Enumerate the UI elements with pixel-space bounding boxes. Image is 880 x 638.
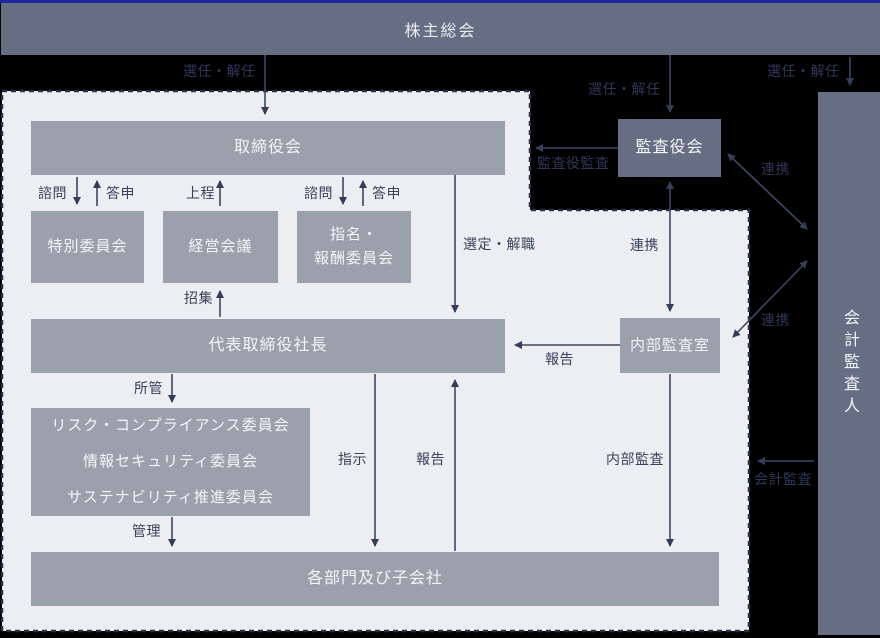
board-of-directors-label: 取締役会 <box>233 139 302 156</box>
management-meeting-label: 経営会議 <box>188 238 253 255</box>
arrow-cooperation-lower <box>732 260 808 338</box>
internal-audit-office-box: 内部監査室 <box>620 318 720 373</box>
arrow-cooperation-upper <box>727 153 808 230</box>
information-security-committee-label: 情報セキュリティ委員会 <box>82 453 259 470</box>
label-supervision: 所管 <box>134 380 163 396</box>
label-advisory-right: 諮問 <box>304 185 333 201</box>
board-of-directors-box: 取締役会 <box>31 121 505 175</box>
departments-subsidiaries-box: 各部門及び子会社 <box>31 552 719 606</box>
nomination-compensation-committee-box: 指名・ 報酬委員会 <box>297 211 411 283</box>
special-committee-label: 特別委員会 <box>47 238 128 255</box>
audit-supervisory-board-label: 監査役会 <box>635 139 704 156</box>
label-convocation: 招集 <box>184 290 213 306</box>
nomination-committee-line1: 指名・ <box>329 226 378 243</box>
label-report-back-right: 答申 <box>372 185 401 201</box>
label-internal-audit: 内部監査 <box>606 451 664 467</box>
label-cooperation-mid: 連携 <box>630 237 659 253</box>
label-submission: 上程 <box>186 185 215 201</box>
label-advisory-left: 諮問 <box>38 185 67 201</box>
label-cooperation-upper: 連携 <box>761 161 790 177</box>
president-label: 代表取締役社長 <box>208 337 328 354</box>
label-cooperation-lower: 連携 <box>761 312 790 328</box>
top-accent-strip <box>0 0 880 3</box>
shareholders-meeting-bar: 株主総会 <box>1 3 880 55</box>
management-meeting-box: 経営会議 <box>163 211 278 283</box>
audit-supervisory-board-box: 監査役会 <box>618 119 721 177</box>
label-instruction: 指示 <box>338 451 367 467</box>
nomination-committee-line2: 報酬委員会 <box>313 250 394 267</box>
label-report-horizontal: 報告 <box>545 351 574 367</box>
label-appoint-dismiss-audit: 選任・解任 <box>588 81 661 97</box>
sustainability-committee-label: サステナビリティ推進委員会 <box>67 489 274 506</box>
special-committee-box: 特別委員会 <box>31 211 144 283</box>
label-accounting-audit: 会計監査 <box>754 471 812 487</box>
internal-audit-office-label: 内部監査室 <box>629 336 710 354</box>
accounting-auditor-label: 会計監査人 <box>841 308 858 419</box>
label-report-back-left: 答申 <box>106 185 135 201</box>
risk-compliance-committee-label: リスク・コンプライアンス委員会 <box>51 417 290 434</box>
label-selection-dismissal: 選定・解職 <box>463 236 536 252</box>
label-report-up: 報告 <box>416 451 445 467</box>
accounting-auditor-bar: 会計監査人 <box>818 92 880 635</box>
shareholders-meeting-label: 株主総会 <box>404 23 477 40</box>
label-appoint-dismiss-board: 選任・解任 <box>183 63 256 79</box>
risk-committees-box: リスク・コンプライアンス委員会 情報セキュリティ委員会 サステナビリティ推進委員… <box>31 408 310 516</box>
departments-subsidiaries-label: 各部門及び子会社 <box>306 570 443 587</box>
label-management: 管理 <box>132 523 161 539</box>
label-appoint-dismiss-acct: 選任・解任 <box>767 63 840 79</box>
label-audit-by-auditors: 監査役監査 <box>537 155 610 171</box>
president-box: 代表取締役社長 <box>31 319 505 373</box>
